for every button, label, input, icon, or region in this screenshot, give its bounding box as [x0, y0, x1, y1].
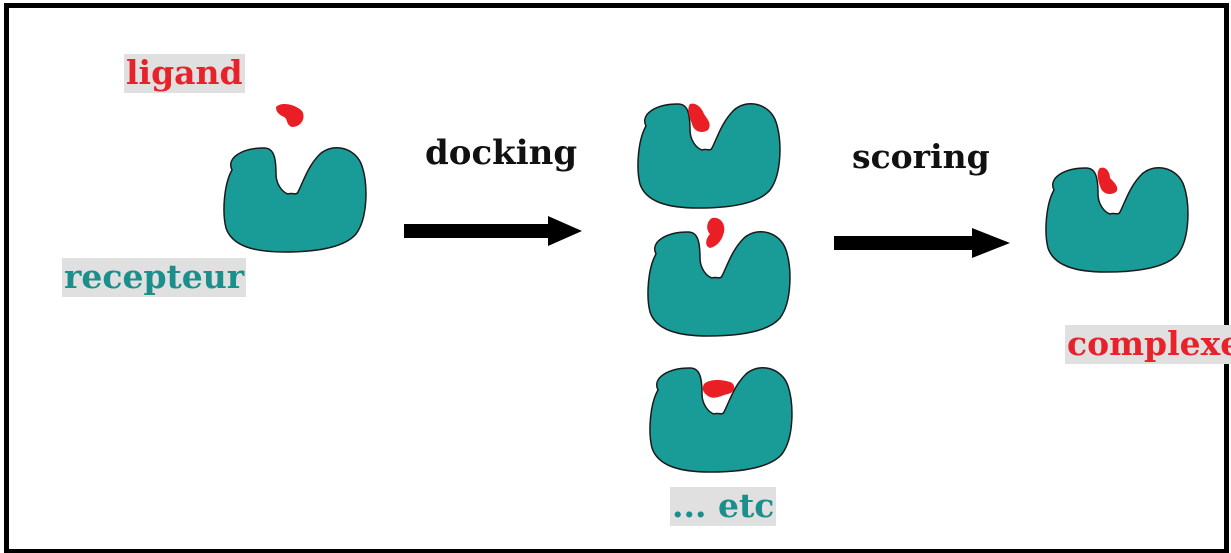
- ligand-label: ligand: [124, 53, 245, 93]
- complexe-label: complexe: [1065, 325, 1231, 364]
- scoring-arrow: [834, 228, 1010, 258]
- etc-label: ... etc: [670, 486, 777, 526]
- receptor-shape-pose-1: [637, 103, 781, 209]
- ligand-shape-pose-2: [706, 217, 725, 248]
- docking-arrow: [404, 216, 582, 246]
- docking-label: docking: [425, 133, 578, 173]
- recepteur-label: recepteur: [62, 257, 247, 297]
- ligand-shape-initial: [276, 104, 304, 127]
- receptor-shape-complex: [1045, 167, 1189, 273]
- receptor-shape-pose-2: [647, 231, 791, 337]
- ligand-shape-pose-3: [702, 380, 735, 398]
- scoring-label: scoring: [852, 137, 990, 176]
- ligand-shape-complex: [1097, 167, 1118, 194]
- ligand-shape-pose-1: [688, 103, 710, 132]
- receptor-shape-initial: [223, 147, 367, 253]
